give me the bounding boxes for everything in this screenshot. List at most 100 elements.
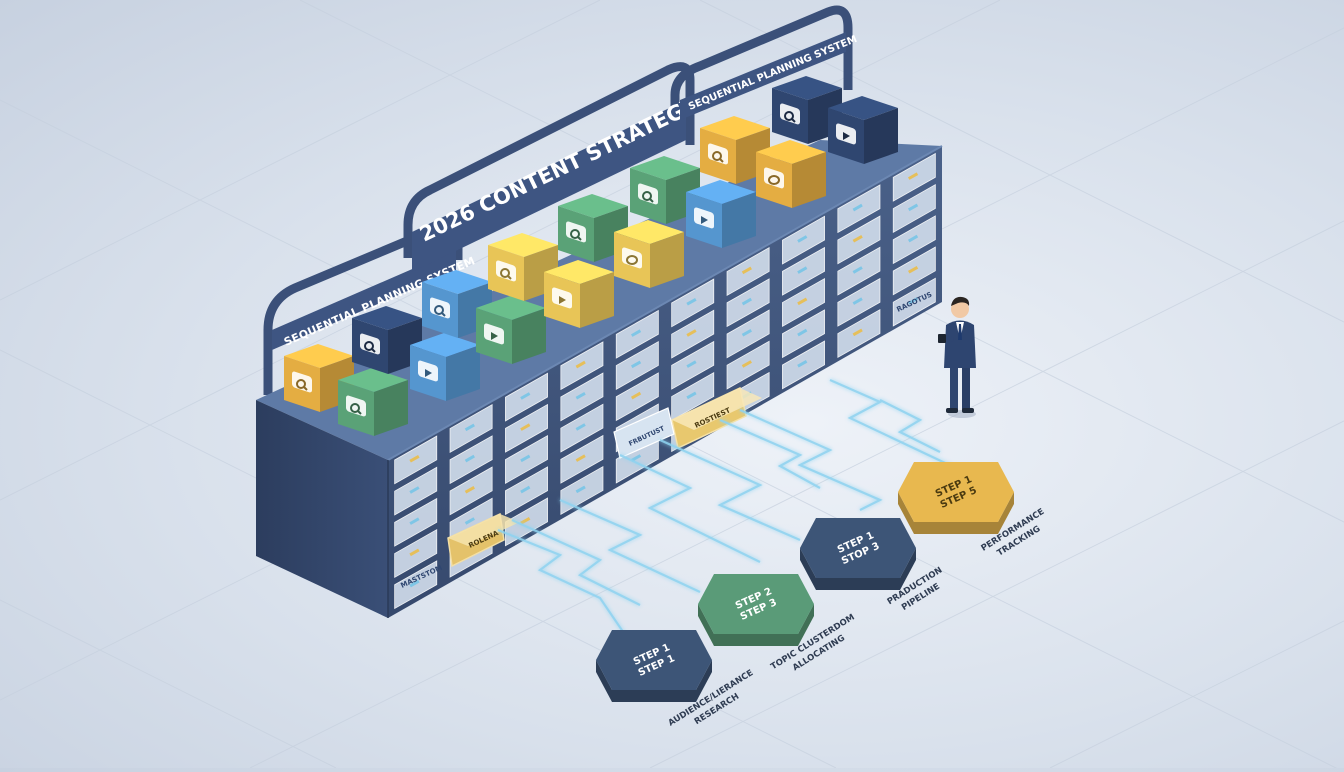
file-drawer[interactable] [782,340,825,390]
file-drawer[interactable] [782,278,825,327]
file-drawer[interactable] [449,404,493,453]
drawer-tab [797,359,808,368]
file-drawer[interactable] [837,277,881,327]
drawer-tab [464,517,475,525]
file-drawer[interactable] [505,435,548,484]
drawer-tab [852,203,863,212]
file-drawer[interactable] [560,403,604,453]
file-drawer[interactable] [394,497,438,547]
connector-lines [497,378,961,643]
file-drawer[interactable] [615,372,659,422]
file-drawer[interactable] [449,466,493,516]
file-drawer[interactable] [505,403,548,453]
file-drawer[interactable] [394,435,438,485]
content-cube[interactable] [544,260,614,328]
drawer-tab [630,454,642,462]
drawer-tab [464,454,475,463]
file-drawer[interactable] [394,466,438,516]
content-cube[interactable] [828,96,898,164]
file-drawer[interactable] [615,309,659,359]
open-drawer-c[interactable]: FRBUTUST [613,407,675,459]
file-drawer[interactable] [892,277,936,327]
drawer-tab [520,454,531,463]
drawer-tab [464,485,475,494]
play-icon [418,360,438,382]
file-drawer[interactable] [505,372,548,422]
search-icon [496,260,516,282]
file-drawer[interactable] [560,434,604,484]
content-cube[interactable] [338,368,408,436]
file-drawer[interactable] [726,340,770,390]
chat-bubble-icon [764,167,784,189]
file-drawer[interactable] [837,309,881,358]
search-icon [566,221,586,243]
content-cube[interactable] [614,220,684,288]
drawer-tab [797,235,808,243]
file-drawer[interactable] [892,184,936,233]
file-drawer[interactable] [726,309,770,359]
open-drawer-a[interactable]: ROLENA [447,512,520,568]
open-drawer-b[interactable]: ROSTIEST [671,386,762,450]
play-icon [694,207,714,229]
drawer-tab [630,391,642,400]
content-cube[interactable] [756,140,826,208]
file-drawer[interactable] [449,435,493,485]
search-icon [360,333,380,355]
file-drawer[interactable] [505,466,548,516]
drawer-tab [907,203,919,212]
drawer-tab [575,360,586,369]
drawer-tab [797,328,808,337]
play-icon [552,287,572,309]
content-cube[interactable] [410,333,480,401]
file-drawer[interactable] [394,560,438,610]
search-icon [708,143,728,165]
file-drawer[interactable] [671,340,715,390]
content-cube[interactable] [558,194,628,262]
file-drawer[interactable] [615,341,659,390]
person-figure [938,296,976,418]
file-drawer[interactable] [837,246,881,296]
file-drawer[interactable] [560,341,604,391]
search-icon [638,183,658,205]
content-cube[interactable] [700,116,770,184]
drawer-tab [907,172,919,180]
file-drawer[interactable] [837,215,881,265]
file-drawer[interactable] [671,309,715,359]
drawer-tab [630,360,642,369]
file-drawer[interactable] [560,466,604,515]
file-drawer[interactable] [505,497,548,547]
drawer-tab [907,234,919,243]
drawer-tab [409,579,420,588]
drawer-tab [520,516,531,525]
file-drawer[interactable] [782,246,825,296]
file-drawer[interactable] [837,184,881,234]
file-drawer[interactable] [560,372,604,422]
file-drawer[interactable] [892,152,936,202]
content-cube[interactable] [686,180,756,248]
drawer-tab [575,391,586,400]
search-icon [346,395,366,417]
file-drawer[interactable] [892,215,936,265]
drawer-tab [575,485,586,494]
drawer-tab [852,328,863,337]
file-drawer[interactable] [726,278,770,328]
search-icon [292,371,312,393]
file-drawer[interactable] [782,215,825,265]
drawer-tab [575,423,586,431]
drawer-tab [852,297,863,305]
drawer-tab [630,329,642,337]
file-drawer[interactable] [671,372,715,421]
file-drawer[interactable] [892,246,936,296]
drawer-tab [907,297,919,305]
file-drawer[interactable] [394,529,438,578]
content-cube[interactable] [476,296,546,364]
file-drawer[interactable] [782,309,825,359]
file-drawer[interactable] [671,278,715,328]
drawer-tab [852,266,863,274]
content-cube[interactable] [352,306,422,374]
file-drawer[interactable] [726,247,770,296]
drawer-tab [741,360,752,368]
